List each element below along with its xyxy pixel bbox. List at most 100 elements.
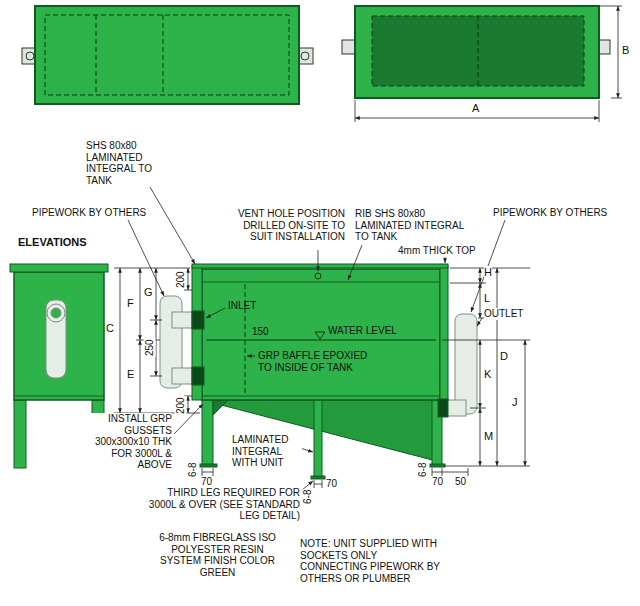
callout-note: SHS 80x80 LAMINATED INTEGRAL TO TANK [86,140,158,186]
callout-note: VENT HOLE POSITION DRILLED ON-SITE TO SU… [220,208,345,243]
plan-view [35,6,299,104]
dimension-line [480,268,481,283]
plan-view [96,15,97,95]
leader-line [348,245,362,280]
dimension-label: 6-8 [187,462,199,478]
side-elevation [46,300,66,378]
dimension-label: 200 [174,397,186,416]
callout-note: INLET [228,300,256,312]
tank-elevation [192,311,204,329]
dimension-line [355,118,599,119]
dimension-letter: G [144,286,153,299]
leader-line [150,187,195,264]
outlet-pipe [455,314,477,414]
tank-elevation [315,273,321,279]
dimension-line [599,100,600,122]
dimension-label: 250 [143,339,155,358]
callout-note: NOTE: UNIT SUPPLIED WITH SOCKETS ONLY CO… [300,538,440,584]
tank-elevation [192,264,448,479]
dimension-line [114,268,190,269]
dimension-letter: D [500,350,508,363]
tank-elevation [429,464,445,467]
tank-elevation [202,396,440,397]
plan-view [478,16,479,86]
dimension-line [525,340,526,466]
dimension-letter: F [127,297,134,310]
leader-line [247,356,255,357]
dimension-line [114,268,530,488]
tank-elevation [202,269,440,400]
tank-elevation [438,399,448,417]
callout-note: LAMINATED INTEGRAL WITH UNIT [232,434,302,469]
tank-elevation [202,282,440,283]
tank-elevation [213,400,228,415]
callout-note: PIPEWORK BY OTHERS [493,207,607,219]
dimension-label: 150 [252,326,269,338]
callout-note: 6-8mm FIBREGLASS ISO POLYESTER RESIN SYS… [150,532,285,578]
dimension-label: 6-8 [302,489,314,505]
dimension-line [470,408,486,409]
dimension-line [432,472,442,473]
dimension-line [444,466,530,467]
dimension-line [355,6,622,122]
dimension-line [480,340,481,408]
side-elevation [47,304,65,322]
tank-elevation [206,340,436,341]
plan-view [342,40,356,54]
dimension-letter: C [106,322,114,335]
dimension-line [188,268,189,290]
callout-note: GRP BAFFLE EPOXIED TO INSIDE OF TANK [258,350,376,373]
dimension-line [156,268,157,320]
callout-note: RIB SHS 80x80 LAMINATED INTEGRAL TO TANK [355,208,477,243]
leader-line [128,187,505,490]
plan-view [342,6,610,98]
plan-view [355,6,599,98]
dimension-label: 200 [174,271,186,290]
dimension-line [611,98,622,99]
outlet-pipe [444,314,477,416]
dimension-line [140,340,141,413]
dimension-line [442,340,530,341]
dimension-label: 6-8 [417,462,429,478]
plan-view [26,52,34,60]
leader-line [477,318,482,326]
callout-note: OUTLET [484,308,523,320]
tank-elevation [315,332,325,339]
dimension-letter: K [484,368,491,381]
dimension-line [140,268,141,340]
callout-note: WATER LEVEL [328,325,397,337]
dimension-letter: J [512,396,518,409]
tank-elevation [314,400,322,478]
dimension-line [156,320,157,376]
plan-view [163,15,164,95]
dimension-line [355,100,356,122]
dimension-label: 70 [432,476,443,488]
dimension-line [497,268,498,466]
dimension-label: 70 [201,476,212,488]
dimension-line [120,268,121,413]
dimension-line [480,408,481,466]
leader-line [445,257,446,263]
dimension-line [450,283,486,284]
tank-elevation [311,476,325,479]
leader-line [206,308,225,318]
dimension-label: 50 [455,476,466,488]
dimension-line [442,472,468,473]
dimension-line [202,472,213,473]
dimension-line [188,396,189,413]
side-elevation [51,308,61,318]
side-elevation [14,272,104,400]
view-heading: ELEVATIONS [18,236,87,249]
callout-note: INSTALL GRP GUSSETS 300x300x10 THK FOR 3… [84,413,172,471]
side-elevation [14,400,26,468]
side-elevation [10,264,108,272]
plan-view [301,52,309,60]
side-elevation [14,396,104,397]
plan-view [45,15,289,95]
callout-note: PIPEWORK BY OTHERS [32,207,146,219]
tank-elevation [192,367,204,385]
plan-view [372,16,584,86]
